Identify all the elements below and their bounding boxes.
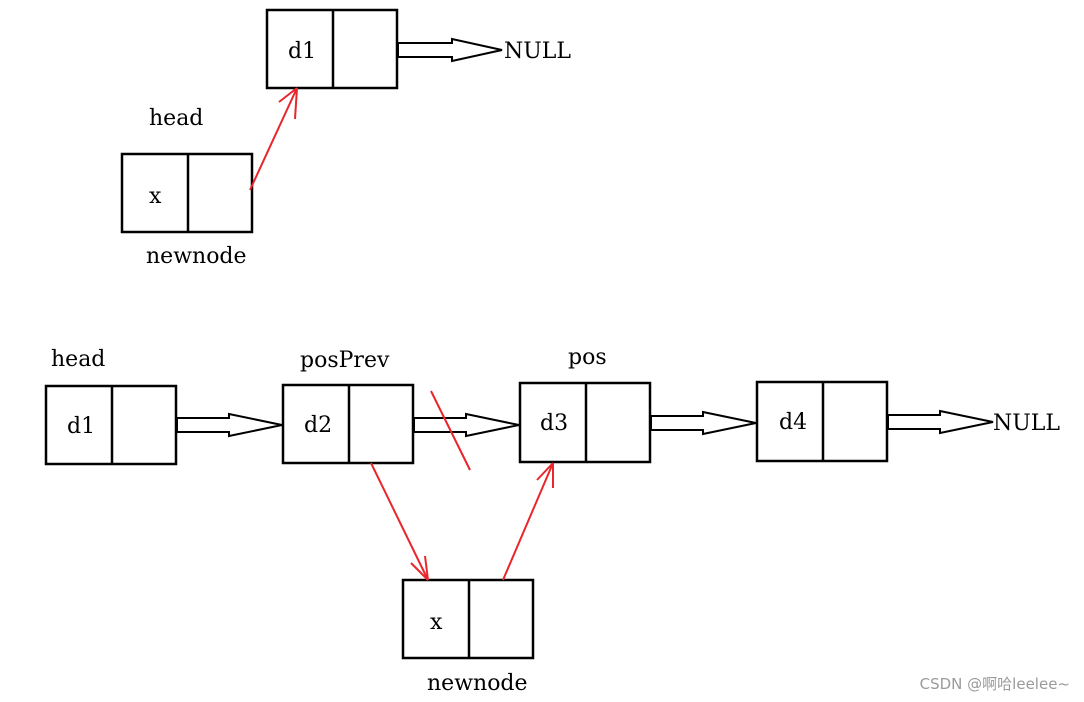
bottom-d4-node-data: d4 xyxy=(779,410,807,435)
bottom-posprev-to-newnode-red-arrow xyxy=(370,462,429,581)
bottom-newnode: x xyxy=(401,578,535,660)
top-newnode-label: newnode xyxy=(146,244,247,269)
bottom-d4-node: d4 xyxy=(755,380,889,463)
bottom-d3-node-data: d3 xyxy=(540,411,568,436)
top-d1-node: d1 xyxy=(265,8,399,90)
top-section: d1 NULL head x newnode xyxy=(120,8,571,269)
bottom-d4-to-null-arrow xyxy=(887,409,994,435)
top-d1-to-null-arrow xyxy=(397,37,503,63)
top-newnode-to-d1-red-arrow xyxy=(249,87,298,191)
bottom-newnode-to-pos-red-arrow xyxy=(502,462,554,581)
bottom-d1-to-d2-arrow xyxy=(176,412,283,438)
top-newnode-data: x xyxy=(149,184,162,209)
bottom-d2-node-data: d2 xyxy=(304,413,332,438)
bottom-pos-label: pos xyxy=(568,345,607,370)
bottom-newnode-data: x xyxy=(430,610,443,635)
bottom-d2-to-d3-arrow xyxy=(413,412,520,438)
bottom-d2-to-d3-strike xyxy=(430,390,471,471)
bottom-null-label: NULL xyxy=(993,411,1060,436)
csdn-watermark: CSDN @啊哈leelee~ xyxy=(919,675,1070,693)
top-newnode: x xyxy=(120,152,254,234)
bottom-head-label: head xyxy=(51,347,105,372)
bottom-posprev-label: posPrev xyxy=(300,348,390,373)
bottom-d1-node: d1 xyxy=(44,384,178,466)
top-null-label: NULL xyxy=(504,39,571,64)
top-head-label: head xyxy=(149,106,203,131)
bottom-section: head posPrev pos d1 d2 d3 xyxy=(44,345,1060,696)
bottom-newnode-label: newnode xyxy=(427,671,528,696)
bottom-d3-to-d4-arrow xyxy=(650,410,757,436)
bottom-d2-node: d2 xyxy=(281,383,415,465)
top-d1-node-data: d1 xyxy=(288,39,316,64)
bottom-d3-node: d3 xyxy=(518,381,652,464)
bottom-d1-node-data: d1 xyxy=(67,414,95,439)
